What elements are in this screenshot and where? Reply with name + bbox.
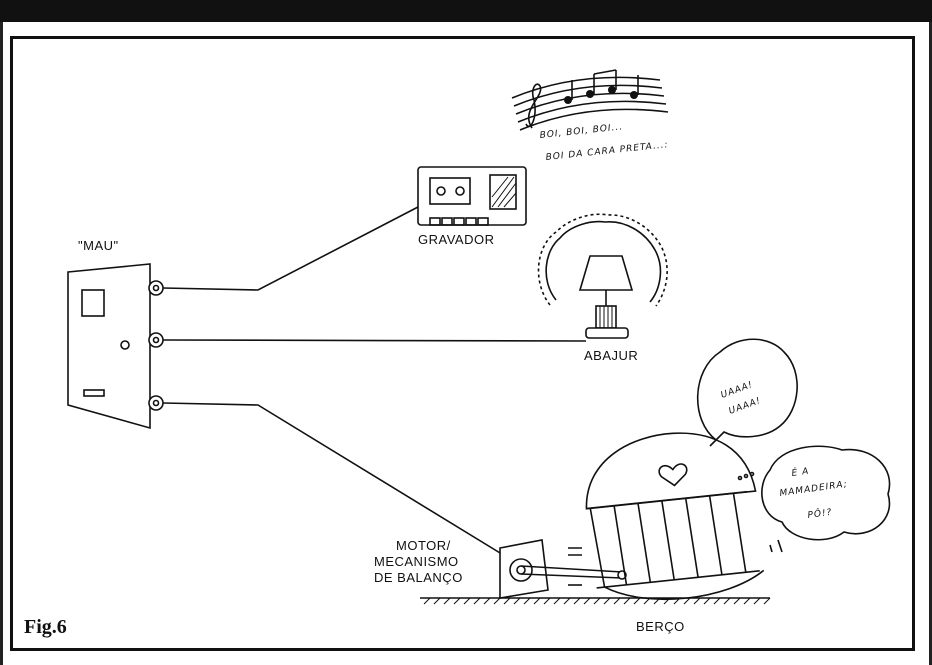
music-staff-icon	[511, 69, 669, 131]
song-line1: BOI, BOI, BOI...	[539, 122, 623, 141]
motor-mechanism	[499, 539, 627, 599]
wire-to-motor	[162, 402, 506, 557]
berco-crib	[585, 432, 783, 601]
berco-label: BERÇO	[636, 619, 685, 634]
motor-label-line1: MOTOR/	[396, 538, 451, 553]
mau-controller-box	[67, 263, 164, 430]
floor-hatching	[420, 597, 771, 605]
gravador-label: GRAVADOR	[418, 232, 494, 247]
mom-line1: É A	[791, 465, 810, 479]
song-line2: BOI DA CARA PRETA...:	[545, 140, 669, 163]
wire-to-abajur	[162, 339, 587, 342]
left-edge-rule	[0, 22, 3, 665]
mom-thought-bubble	[761, 445, 891, 541]
top-black-bar	[0, 0, 932, 22]
baby-crying-bubble	[696, 338, 798, 447]
mau-label: "MAU"	[78, 238, 119, 253]
motor-label-line2: MECANISMO	[374, 554, 459, 569]
wire-to-gravador	[162, 206, 419, 291]
figure-caption: Fig.6	[24, 616, 67, 638]
motor-label-line3: DE BALANÇO	[374, 570, 463, 585]
right-edge-rule	[929, 22, 932, 665]
gravador-tape-recorder	[417, 166, 527, 226]
abajur-lamp	[537, 213, 668, 339]
abajur-label: ABAJUR	[584, 348, 638, 363]
mom-line3: PÔ!?	[807, 506, 833, 521]
